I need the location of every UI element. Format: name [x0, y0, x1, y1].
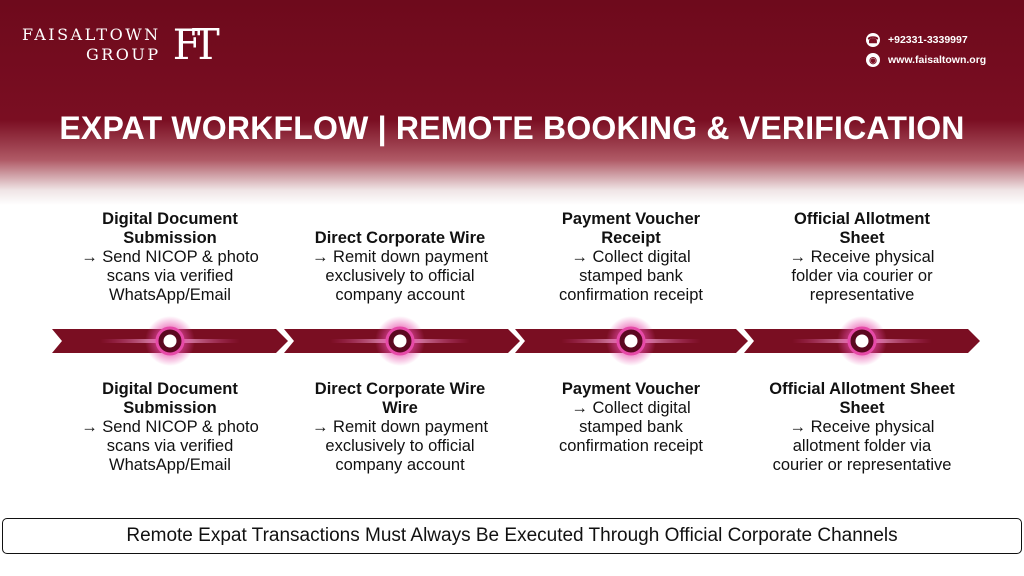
- footer-notice: Remote Expat Transactions Must Always Be…: [2, 518, 1022, 554]
- step-title-line: Digital Document: [102, 380, 238, 398]
- step-description-line: → Receive physical: [789, 248, 935, 266]
- step-description-line: exclusively to official: [325, 437, 475, 455]
- step-description-line: allotment folder via: [792, 437, 932, 455]
- step-title-line: Digital Document: [102, 210, 238, 228]
- phone-icon: ☎: [866, 33, 880, 47]
- step-description-line: representative: [809, 286, 915, 304]
- globe-icon: ◉: [866, 53, 880, 67]
- step-description-line: → Collect digital: [571, 399, 691, 417]
- workflow-node-3: [561, 316, 701, 366]
- footer-text: Remote Expat Transactions Must Always Be…: [126, 525, 898, 546]
- step-title-line: Official Allotment Sheet: [769, 380, 955, 398]
- brand-monogram: FT: [172, 20, 220, 69]
- workflow-node-1: [100, 316, 240, 366]
- step-title-line: Payment Voucher: [561, 380, 701, 398]
- brand-logo: FAISALTOWN GROUP FT: [22, 20, 220, 69]
- step-title-line: Submission: [123, 229, 217, 247]
- step-description-line: confirmation receipt: [559, 286, 703, 304]
- step-description-line: WhatsApp/Email: [109, 456, 231, 474]
- step-title-line: Direct Corporate Wire: [314, 380, 486, 398]
- step-description-line: → Remit down payment: [311, 418, 489, 436]
- step-description-line: → Send NICOP & photo: [81, 418, 259, 436]
- step-description-line: stamped bank: [579, 418, 683, 436]
- step-title-line: Sheet: [839, 229, 885, 247]
- contact-web-row: ◉ www.faisaltown.org: [866, 50, 986, 70]
- contact-website: www.faisaltown.org: [888, 54, 987, 66]
- step-description-line: → Collect digital: [571, 248, 691, 266]
- brand-line2: GROUP: [85, 45, 161, 64]
- step-description-line: company account: [335, 286, 465, 304]
- contact-phone-row: ☎ +92331-3339997: [866, 30, 986, 50]
- workflow-node-4: [792, 316, 932, 366]
- step-description-line: folder via courier or: [791, 267, 933, 285]
- step-description-line: → Remit down payment: [311, 248, 489, 266]
- step-description-line: confirmation receipt: [559, 437, 703, 455]
- step-description-line: → Send NICOP & photo: [81, 248, 259, 266]
- step-title-line: Receipt: [601, 229, 661, 247]
- step-description-line: scans via verified: [106, 267, 234, 285]
- brand-line1: FAISALTOWN: [22, 25, 161, 44]
- contact-info: ☎ +92331-3339997 ◉ www.faisaltown.org: [866, 30, 986, 70]
- step-description-line: → Receive physical: [789, 418, 935, 436]
- workflow-node-2: [330, 316, 470, 366]
- step-description-line: stamped bank: [579, 267, 683, 285]
- brand-name: FAISALTOWN GROUP: [22, 25, 161, 65]
- step-title-line: Sheet: [839, 399, 885, 417]
- step-title-line: Submission: [123, 399, 217, 417]
- step-description-line: courier or representative: [772, 456, 952, 474]
- contact-phone: +92331-3339997: [888, 34, 968, 46]
- step-description-line: WhatsApp/Email: [109, 286, 231, 304]
- top-step-2: Direct Corporate Wire→ Remit down paymen…: [281, 229, 519, 305]
- step-description-line: company account: [335, 456, 465, 474]
- step-description-line: scans via verified: [106, 437, 234, 455]
- page-title: EXPAT WORKFLOW | REMOTE BOOKING & VERIFI…: [59, 110, 965, 146]
- step-title: Direct Corporate Wire: [281, 229, 519, 248]
- workflow-arrow-band: [52, 316, 980, 366]
- step-title-line: Payment Voucher: [561, 210, 701, 228]
- step-description-line: exclusively to official: [325, 267, 475, 285]
- step-title: Payment Voucher: [512, 380, 750, 399]
- step-title-line: Wire: [382, 399, 418, 417]
- step-title-line: Official Allotment: [794, 210, 930, 228]
- arrow-nodes: [100, 316, 932, 366]
- step-title-line: Direct Corporate Wire: [314, 229, 486, 247]
